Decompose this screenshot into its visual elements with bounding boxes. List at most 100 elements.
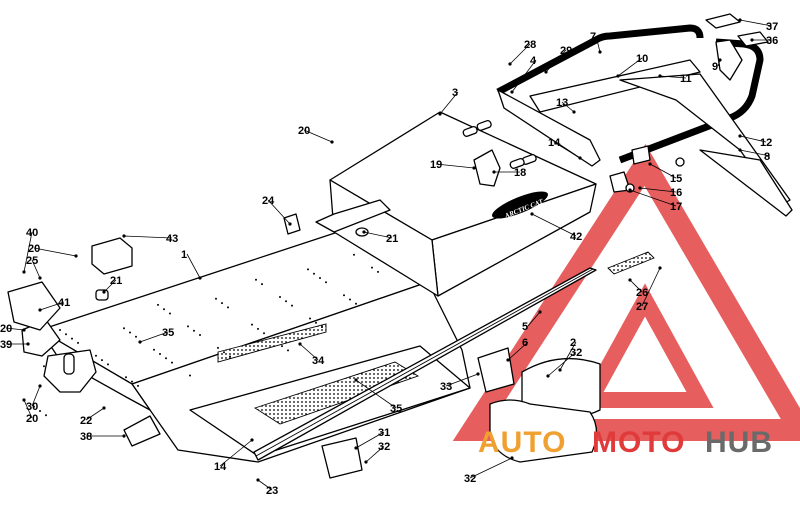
callout-19: 19 xyxy=(430,159,442,171)
leader-line-29 xyxy=(545,49,567,73)
leader-line-16 xyxy=(639,187,677,193)
fastener-point xyxy=(26,342,30,346)
leader-line-10 xyxy=(617,57,643,77)
rivet-holes xyxy=(33,253,379,417)
rivet-hole xyxy=(131,380,133,383)
fastener-point xyxy=(546,374,550,378)
fastener-point xyxy=(738,148,742,152)
rivet-hole xyxy=(321,326,323,329)
callout-4: 4 xyxy=(530,55,537,67)
callout-25: 25 xyxy=(26,255,38,267)
fastener-point xyxy=(598,50,602,54)
rear-bumper xyxy=(496,13,793,275)
leader-line-37 xyxy=(739,19,773,27)
fastener-point xyxy=(508,62,512,66)
fastener-point xyxy=(250,438,254,442)
rivet-hole xyxy=(125,376,127,379)
deck-bracket xyxy=(473,149,501,187)
rivet-hole xyxy=(343,294,345,297)
leader-line-35 xyxy=(139,331,169,343)
rivet-hole xyxy=(355,302,357,305)
steering-bracket xyxy=(7,281,61,331)
callout-20: 20 xyxy=(0,323,12,335)
callout-20: 20 xyxy=(28,243,40,255)
rivet-hole xyxy=(281,345,283,348)
callout-14: 14 xyxy=(214,461,227,473)
tunnel-assembly: ARCTIC CAT xyxy=(7,111,597,463)
fastener-point xyxy=(718,58,722,62)
callout-32: 32 xyxy=(464,473,476,485)
rivet-hole xyxy=(319,277,321,279)
callout-39: 39 xyxy=(0,339,12,351)
bumper-side-plate xyxy=(497,89,601,167)
leader-line-1 xyxy=(186,253,201,279)
fastener-point xyxy=(354,446,358,450)
rivet-hole xyxy=(291,304,293,307)
callout-24: 24 xyxy=(262,195,275,207)
fastener-point xyxy=(510,90,514,94)
bumper-inner-bar xyxy=(529,59,701,113)
leader-line-20 xyxy=(303,129,333,143)
leader-line-34 xyxy=(299,343,319,361)
fastener-point xyxy=(74,254,78,258)
fastener-point xyxy=(476,372,480,376)
callout-20: 20 xyxy=(26,413,38,425)
rivet-hole xyxy=(159,353,161,355)
rivet-hole xyxy=(315,321,317,324)
callout-29: 29 xyxy=(560,45,572,57)
callout-21: 21 xyxy=(386,233,398,245)
rivet-hole xyxy=(263,332,265,335)
fastener-point xyxy=(256,478,260,482)
fastener-point xyxy=(354,378,358,382)
leader-line-23 xyxy=(257,479,273,491)
leader-line-14 xyxy=(219,439,253,467)
rear-deck-flange xyxy=(315,199,391,233)
callout-38: 38 xyxy=(80,431,92,443)
leader-line-17 xyxy=(629,189,677,207)
fastener-point xyxy=(616,74,620,78)
fastener-point xyxy=(198,276,202,280)
fastener-point xyxy=(288,222,292,226)
leader-line-7 xyxy=(595,35,601,53)
leader-line-20 xyxy=(33,247,77,257)
leader-line-15 xyxy=(649,163,677,179)
rivet-hole xyxy=(287,349,289,352)
callout-10: 10 xyxy=(636,53,648,65)
rivet-hole xyxy=(353,253,355,256)
rivet-hole xyxy=(313,272,315,275)
fastener-point xyxy=(648,162,652,166)
callout-1: 1 xyxy=(181,249,187,261)
fastener-point xyxy=(658,74,662,78)
snow-flap xyxy=(699,149,793,217)
leader-line-27 xyxy=(641,267,661,307)
fastener-point xyxy=(438,112,442,116)
leader-line-24 xyxy=(267,199,291,225)
leader-line-12 xyxy=(739,135,767,143)
rear-reflector xyxy=(607,251,655,275)
bracket-plate-large xyxy=(489,399,598,463)
fastener-point xyxy=(38,384,42,388)
rivet-hole xyxy=(165,357,167,360)
fastener-point xyxy=(638,186,642,190)
leader-line-20 xyxy=(5,327,25,331)
fastener-point xyxy=(22,328,26,332)
callout-7: 7 xyxy=(590,31,596,43)
callout-22: 22 xyxy=(80,415,92,427)
leader-line-43 xyxy=(123,235,173,239)
leader-line-6 xyxy=(507,341,529,361)
callout-15: 15 xyxy=(670,173,682,185)
callout-27: 27 xyxy=(636,301,648,313)
rivet-hole xyxy=(371,266,373,269)
fastener-point xyxy=(750,38,754,42)
leader-line-32 xyxy=(365,445,385,463)
bracket-plate-31 xyxy=(321,437,363,479)
rivet-hole xyxy=(377,270,379,273)
rivet-hole xyxy=(187,325,189,328)
callout-41: 41 xyxy=(58,297,70,309)
rivet-hole xyxy=(157,303,159,306)
rivet-hole xyxy=(107,363,109,366)
rivet-hole xyxy=(309,317,311,320)
rivet-hole xyxy=(261,283,263,286)
rivet-hole xyxy=(77,341,79,344)
callout-30: 30 xyxy=(26,401,38,413)
